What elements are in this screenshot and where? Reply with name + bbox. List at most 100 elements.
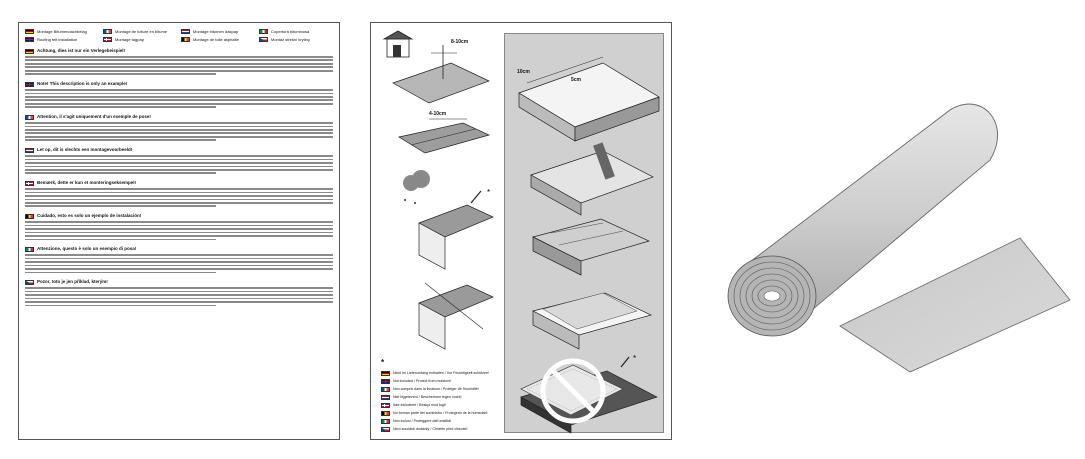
- roll-end: [727, 255, 817, 337]
- text-line: [25, 198, 333, 201]
- text-line: [25, 264, 333, 267]
- text-line: [25, 122, 333, 124]
- flag-nl-icon: [181, 29, 190, 34]
- legend-row: No forman parte del suministro / Protege…: [381, 409, 499, 417]
- text-line: [25, 73, 216, 76]
- header-item-label: Montage tagpap: [115, 37, 144, 42]
- legend-text: Nicht im Lieferumfang enthalten / Vor Fe…: [393, 371, 489, 375]
- step2-diagram: [398, 118, 491, 154]
- flag-de-icon: [25, 29, 34, 34]
- section-title: Attention, il s'agit uniquement d'un exe…: [37, 114, 151, 120]
- text-line: [25, 135, 333, 138]
- text-line: [25, 221, 333, 223]
- section-title: Let op, dit is slechts een montagevoorbe…: [37, 147, 133, 153]
- text-line: [25, 66, 333, 69]
- section-title: Achtung, dies ist nur ein Verlegebeispie…: [37, 48, 126, 53]
- text-line: [25, 139, 216, 142]
- text-line: [25, 287, 333, 289]
- section-title: Bemærk, dette er kun et monteringseksemp…: [37, 180, 137, 186]
- text-line: [25, 168, 333, 171]
- flag-be-icon: [181, 37, 190, 42]
- text-line: [25, 290, 333, 293]
- header-item: Montage de toile asphalte: [181, 37, 255, 42]
- language-section: Pozor, toto je jen příklad, kterým!: [25, 279, 333, 307]
- text-line: [25, 228, 333, 230]
- text-line: [25, 261, 333, 263]
- text-line: [25, 99, 333, 102]
- text-line: [25, 102, 333, 105]
- roofing-felt-roll: [720, 90, 1072, 374]
- legend-row: Non compris dans la livraison / Protéger…: [381, 385, 499, 393]
- flag-dk-icon: [103, 37, 112, 42]
- text-line: [25, 92, 333, 95]
- header-item: Montage bitumen dakpap: [181, 29, 255, 34]
- step4-diagram: [418, 282, 494, 350]
- header-item-label: Roofing felt installation: [37, 37, 78, 42]
- text-line: [25, 235, 333, 237]
- language-section: Attention, il s'agit uniquement d'un exe…: [25, 114, 333, 142]
- header-item-label: Montage bitumen dakpap: [193, 29, 239, 34]
- dimension-label-length: 5cm: [571, 77, 582, 83]
- unrolled-sheet: [839, 237, 1071, 373]
- flag-it-icon: [259, 29, 268, 34]
- flag-gb-icon: [381, 378, 390, 384]
- language-section: Cuidado, esto es solo un ejemplo de inst…: [25, 213, 333, 241]
- text-line: [25, 56, 333, 58]
- legend-text: Niet bijgeleverd / Beschermen tegen voch…: [393, 395, 462, 399]
- language-section: Attenzione, questo è solo un esempio di …: [25, 246, 333, 274]
- header-item: Montáž střešní krytiny: [259, 37, 333, 42]
- flag-cz-icon: [25, 279, 34, 285]
- legend-row: Ikke inkluderet / Beskyt mod fugt!: [381, 401, 499, 409]
- header-item-label: Montáž střešní krytiny: [271, 37, 310, 42]
- panel-step4: [532, 292, 652, 350]
- language-section: Bemærk, dette er kun et monteringseksemp…: [25, 180, 333, 208]
- text-line: [25, 301, 333, 303]
- legend-asterisk: *: [381, 358, 385, 367]
- text-line: [25, 188, 333, 190]
- panel-step2: [530, 142, 654, 216]
- language-section: Let op, dit is slechts een montagevoorbe…: [25, 147, 333, 175]
- dimension-label-top: 8-10cm: [451, 39, 469, 45]
- panel-step1: [518, 56, 660, 142]
- text-line: [25, 294, 333, 296]
- text-line: [25, 191, 333, 194]
- do-not-diagram: [520, 358, 624, 424]
- installation-diagrams: *: [382, 30, 660, 434]
- text-line: [25, 297, 333, 300]
- language-section: Note! This description is only an exampl…: [25, 81, 333, 109]
- flag-fr-icon: [25, 114, 34, 120]
- header-item: Montage Bitumendachbelag: [25, 29, 99, 34]
- flag-dk-icon: [381, 402, 390, 408]
- legend-text: Non inclusi / Proteggere dall'umidità!: [393, 419, 452, 423]
- text-line: [25, 304, 216, 307]
- flag-nl-icon: [381, 394, 390, 400]
- text-line: [25, 106, 216, 109]
- text-line: [25, 205, 216, 208]
- text-line: [25, 59, 333, 62]
- header-item-label: Montage Bitumendachbelag: [37, 29, 87, 34]
- header-item-label: Copertura bituminosa: [271, 29, 310, 34]
- installation-diagram-page: *: [370, 22, 672, 440]
- step1-diagram: [392, 45, 490, 104]
- text-line: [25, 231, 333, 234]
- flag-de-icon: [381, 370, 390, 376]
- shed-icon: [382, 30, 414, 58]
- text-line: [25, 125, 333, 128]
- flag-dk-icon: [25, 180, 34, 186]
- legend-row: Niet bijgeleverd / Beschermen tegen voch…: [381, 393, 499, 401]
- header-item-label: Montage de toile asphalte: [193, 37, 239, 42]
- text-line: [25, 238, 216, 241]
- text-line: [25, 69, 333, 72]
- step3-diagram: *: [403, 170, 494, 270]
- header-item: Montage tagpap: [103, 37, 177, 42]
- flag-nl-icon: [25, 147, 34, 153]
- flag-it-icon: [381, 418, 390, 424]
- flag-be-icon: [25, 213, 34, 219]
- text-line: [25, 268, 333, 270]
- header-item-label: Montage de toiture en bitume: [115, 29, 168, 34]
- text-line: [25, 172, 216, 175]
- text-line: [25, 155, 333, 157]
- flag-de-icon: [25, 48, 34, 54]
- legend-text: Not included / Protect from moisture!: [393, 379, 452, 383]
- section-title: Pozor, toto je jen příklad, kterým!: [37, 279, 108, 285]
